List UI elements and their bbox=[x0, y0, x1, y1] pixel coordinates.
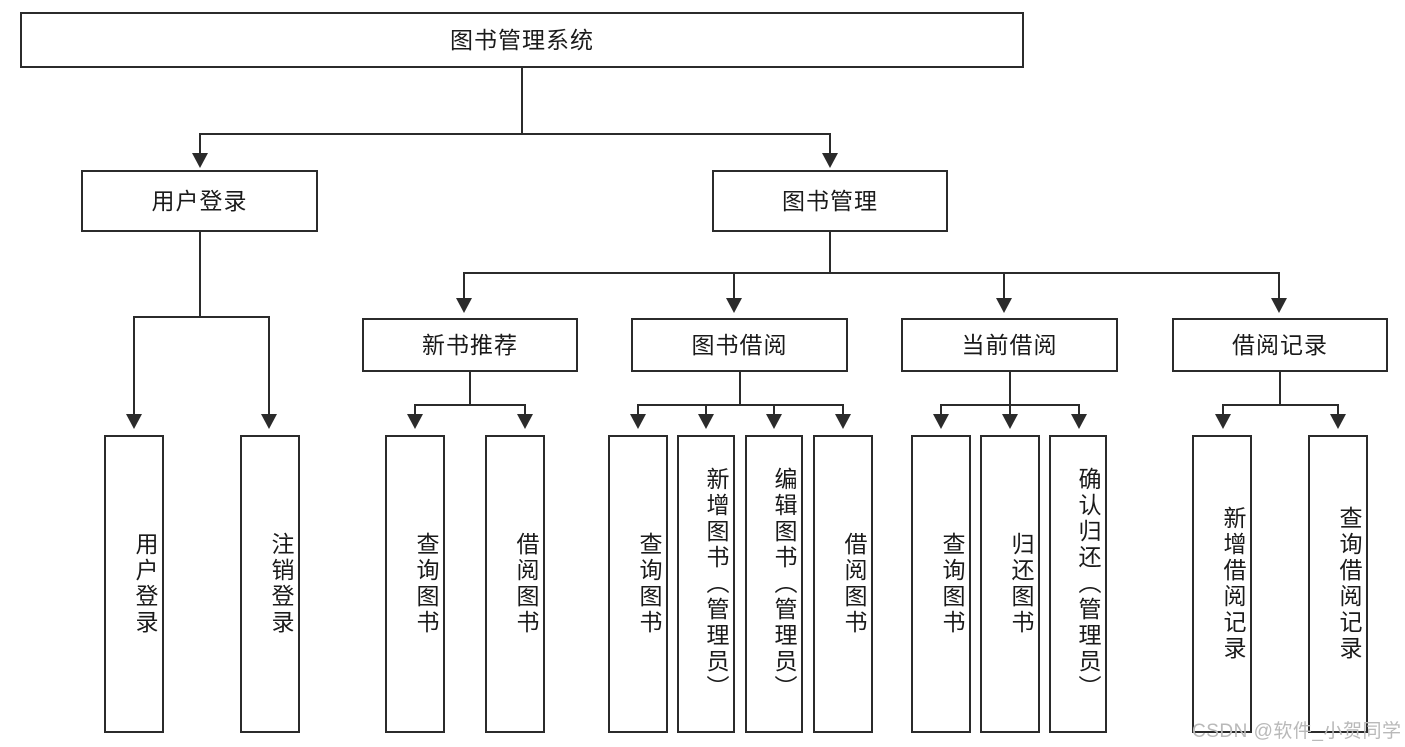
connector-level3-drop-0 bbox=[463, 272, 465, 300]
node-label: 用户登录 bbox=[132, 532, 158, 636]
connector-new-book-bus bbox=[414, 404, 524, 406]
node-label: 新增借阅记录 bbox=[1220, 506, 1246, 662]
connector-new-book-stem bbox=[469, 372, 471, 406]
node-book-management[interactable]: 图书管理 bbox=[712, 170, 948, 232]
leaf-query-book-current[interactable]: 查询图书 bbox=[911, 435, 971, 733]
node-label: 用户登录 bbox=[151, 187, 248, 214]
node-label: 查询借阅记录 bbox=[1336, 506, 1362, 662]
leaf-add-book-admin[interactable]: 新增图书（管理员） bbox=[677, 435, 735, 733]
node-label: 图书借阅 bbox=[691, 331, 788, 358]
node-label: 查询图书 bbox=[939, 532, 965, 636]
connector-level3-drop-3 bbox=[1278, 272, 1280, 300]
arrow-to-leaf-user-login bbox=[126, 414, 142, 429]
leaf-edit-book-admin[interactable]: 编辑图书（管理员） bbox=[745, 435, 803, 733]
csdn-watermark: CSDN @软件_小贺同学 bbox=[1192, 721, 1402, 742]
arrow-to-user-login bbox=[192, 153, 208, 168]
leaf-borrow-book-recommend[interactable]: 借阅图书 bbox=[485, 435, 545, 733]
arrow-to-leaf-return-book bbox=[1002, 414, 1018, 429]
arrow-to-new-book-recommend bbox=[456, 298, 472, 313]
connector-current-borrow-stem bbox=[1009, 372, 1011, 406]
node-label: 当前借阅 bbox=[961, 331, 1058, 358]
connector-borrow-record-bus bbox=[1222, 404, 1337, 406]
connector-root-stem bbox=[521, 68, 523, 134]
arrow-to-leaf-confirm-return bbox=[1071, 414, 1087, 429]
arrow-to-leaf-borrow-book-b bbox=[835, 414, 851, 429]
arrow-to-leaf-add-book bbox=[698, 414, 714, 429]
connector-level2-drop-0 bbox=[199, 133, 201, 155]
connector-user-login-bus bbox=[133, 316, 268, 318]
node-label: 查询图书 bbox=[636, 532, 662, 636]
leaf-user-login[interactable]: 用户登录 bbox=[104, 435, 164, 733]
connector-level3-bus bbox=[463, 272, 1280, 274]
arrow-to-current-borrow bbox=[996, 298, 1012, 313]
node-new-book-recommend[interactable]: 新书推荐 bbox=[362, 318, 578, 372]
node-label: 新增图书（管理员） bbox=[703, 467, 729, 701]
node-current-borrow[interactable]: 当前借阅 bbox=[901, 318, 1118, 372]
node-user-login[interactable]: 用户登录 bbox=[81, 170, 318, 232]
arrow-to-leaf-edit-book bbox=[766, 414, 782, 429]
node-label: 编辑图书（管理员） bbox=[771, 467, 797, 701]
arrow-to-leaf-add-record bbox=[1215, 414, 1231, 429]
arrow-to-book-borrow bbox=[726, 298, 742, 313]
node-book-borrow[interactable]: 图书借阅 bbox=[631, 318, 848, 372]
arrow-to-borrow-record bbox=[1271, 298, 1287, 313]
arrow-to-leaf-borrow-book-a bbox=[517, 414, 533, 429]
leaf-logout[interactable]: 注销登录 bbox=[240, 435, 300, 733]
leaf-return-book[interactable]: 归还图书 bbox=[980, 435, 1040, 733]
connector-book-borrow-drop-2 bbox=[773, 404, 775, 416]
node-label: 注销登录 bbox=[268, 532, 294, 636]
node-root-book-management-system[interactable]: 图书管理系统 bbox=[20, 12, 1024, 68]
connector-level2-drop-1 bbox=[829, 133, 831, 155]
arrow-to-leaf-query-book-a bbox=[407, 414, 423, 429]
connector-borrow-record-drop-0 bbox=[1222, 404, 1224, 416]
connector-borrow-record-stem bbox=[1279, 372, 1281, 406]
connector-user-login-drop-1 bbox=[268, 316, 270, 416]
arrow-to-leaf-query-book-c bbox=[933, 414, 949, 429]
leaf-add-borrow-record[interactable]: 新增借阅记录 bbox=[1192, 435, 1252, 733]
connector-borrow-record-drop-1 bbox=[1337, 404, 1339, 416]
node-label: 借阅图书 bbox=[841, 532, 867, 636]
node-label: 查询图书 bbox=[413, 532, 439, 636]
connector-user-login-stem bbox=[199, 232, 201, 318]
arrow-to-book-management bbox=[822, 153, 838, 168]
connector-book-borrow-drop-3 bbox=[842, 404, 844, 416]
arrow-to-leaf-query-book-b bbox=[630, 414, 646, 429]
leaf-confirm-return-admin[interactable]: 确认归还（管理员） bbox=[1049, 435, 1107, 733]
connector-book-management-stem bbox=[829, 232, 831, 274]
connector-current-borrow-drop-2 bbox=[1078, 404, 1080, 416]
connector-level3-drop-1 bbox=[733, 272, 735, 300]
node-label: 图书管理系统 bbox=[450, 26, 594, 53]
connector-book-borrow-bus bbox=[637, 404, 842, 406]
connector-current-borrow-drop-1 bbox=[1009, 404, 1011, 416]
connector-book-borrow-drop-1 bbox=[705, 404, 707, 416]
leaf-query-book-recommend[interactable]: 查询图书 bbox=[385, 435, 445, 733]
leaf-query-book-borrow[interactable]: 查询图书 bbox=[608, 435, 668, 733]
connector-new-book-drop-0 bbox=[414, 404, 416, 416]
connector-book-borrow-stem bbox=[739, 372, 741, 406]
leaf-query-borrow-record[interactable]: 查询借阅记录 bbox=[1308, 435, 1368, 733]
node-label: 图书管理 bbox=[782, 187, 878, 214]
connector-level2-bus bbox=[199, 133, 831, 135]
node-borrow-record[interactable]: 借阅记录 bbox=[1172, 318, 1388, 372]
leaf-borrow-book[interactable]: 借阅图书 bbox=[813, 435, 873, 733]
connector-book-borrow-drop-0 bbox=[637, 404, 639, 416]
connector-new-book-drop-1 bbox=[524, 404, 526, 416]
arrow-to-leaf-query-record bbox=[1330, 414, 1346, 429]
connector-level3-drop-2 bbox=[1003, 272, 1005, 300]
node-label: 新书推荐 bbox=[422, 331, 518, 358]
node-label: 归还图书 bbox=[1008, 532, 1034, 636]
arrow-to-leaf-logout bbox=[261, 414, 277, 429]
node-label: 确认归还（管理员） bbox=[1075, 467, 1101, 701]
connector-user-login-drop-0 bbox=[133, 316, 135, 416]
connector-current-borrow-drop-0 bbox=[940, 404, 942, 416]
node-label: 借阅图书 bbox=[513, 532, 539, 636]
node-label: 借阅记录 bbox=[1232, 331, 1328, 358]
